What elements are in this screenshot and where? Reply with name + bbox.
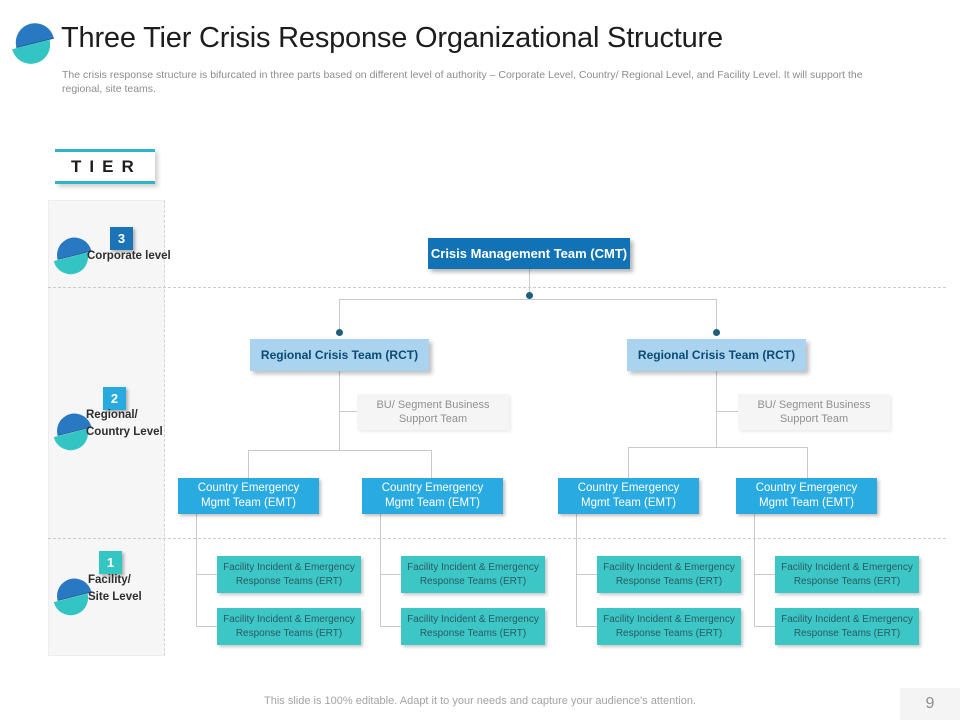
node-facility-ert-1[interactable]: Facility Incident & Emergency Response T… xyxy=(217,556,361,593)
tier-3-badge: 3 xyxy=(110,227,133,250)
connector-line xyxy=(576,574,597,575)
connector-dot xyxy=(336,329,343,336)
node-regional-crisis-team-right[interactable]: Regional Crisis Team (RCT) xyxy=(627,339,806,371)
node-country-emt-2[interactable]: Country Emergency Mgmt Team (EMT) xyxy=(362,478,503,514)
node-facility-ert-2[interactable]: Facility Incident & Emergency Response T… xyxy=(217,608,361,645)
connector-line xyxy=(196,574,217,575)
slide-subtitle-line-2: regional, site teams. xyxy=(62,83,156,95)
connector-line xyxy=(380,626,401,627)
node-facility-ert-6[interactable]: Facility Incident & Emergency Response T… xyxy=(597,608,741,645)
node-bu-support-team-right[interactable]: BU/ Segment Business Support Team xyxy=(738,394,890,430)
connector-line xyxy=(339,371,340,450)
connector-line xyxy=(754,626,775,627)
node-bu-support-team-left[interactable]: BU/ Segment Business Support Team xyxy=(357,394,509,430)
connector-line xyxy=(431,450,432,478)
node-facility-ert-4[interactable]: Facility Incident & Emergency Response T… xyxy=(401,608,545,645)
connector-line xyxy=(754,574,775,575)
connector-line xyxy=(716,371,717,447)
connector-line xyxy=(716,299,717,332)
connector-line xyxy=(716,411,738,412)
brand-logo-icon xyxy=(53,413,92,451)
tier-2-badge: 2 xyxy=(103,387,126,410)
connector-line xyxy=(339,299,717,300)
tier-3-label: Corporate level xyxy=(87,250,171,262)
node-facility-ert-8[interactable]: Facility Incident & Emergency Response T… xyxy=(775,608,919,645)
tier-heading: TIER xyxy=(55,149,155,184)
connector-line xyxy=(248,450,431,451)
connector-line xyxy=(196,626,217,627)
brand-logo-icon xyxy=(53,237,92,275)
node-country-emt-3[interactable]: Country Emergency Mgmt Team (EMT) xyxy=(558,478,699,514)
tier-divider-line xyxy=(48,538,946,539)
footer-note: This slide is 100% editable. Adapt it to… xyxy=(264,695,696,707)
tier-1-badge: 1 xyxy=(99,551,122,574)
brand-logo-icon xyxy=(53,578,92,616)
node-regional-crisis-team-left[interactable]: Regional Crisis Team (RCT) xyxy=(250,339,429,371)
connector-line xyxy=(576,514,577,626)
node-country-emt-4[interactable]: Country Emergency Mgmt Team (EMT) xyxy=(736,478,877,514)
connector-line xyxy=(807,447,808,478)
connector-line xyxy=(248,450,249,478)
connector-line xyxy=(628,447,629,478)
node-country-emt-1[interactable]: Country Emergency Mgmt Team (EMT) xyxy=(178,478,319,514)
connector-line xyxy=(380,574,401,575)
slide-subtitle-line-1: The crisis response structure is bifurca… xyxy=(62,69,863,81)
connector-line xyxy=(339,299,340,332)
connector-line xyxy=(754,514,755,626)
tier-2-label: Regional/ Country Level xyxy=(86,409,163,438)
brand-logo-icon xyxy=(12,23,54,64)
slide-title: Three Tier Crisis Response Organizationa… xyxy=(61,22,723,54)
connector-dot xyxy=(713,329,720,336)
connector-line xyxy=(576,626,597,627)
connector-line xyxy=(529,269,530,296)
node-facility-ert-7[interactable]: Facility Incident & Emergency Response T… xyxy=(775,556,919,593)
connector-line xyxy=(380,514,381,626)
tier-divider-line xyxy=(48,287,946,288)
tier-1-label: Facility/ Site Level xyxy=(88,574,142,603)
connector-dot xyxy=(526,292,533,299)
node-facility-ert-3[interactable]: Facility Incident & Emergency Response T… xyxy=(401,556,545,593)
connector-line xyxy=(339,411,357,412)
connector-line xyxy=(628,447,807,448)
page-number: 9 xyxy=(900,688,960,720)
connector-line xyxy=(196,514,197,626)
node-crisis-management-team[interactable]: Crisis Management Team (CMT) xyxy=(428,238,630,269)
node-facility-ert-5[interactable]: Facility Incident & Emergency Response T… xyxy=(597,556,741,593)
